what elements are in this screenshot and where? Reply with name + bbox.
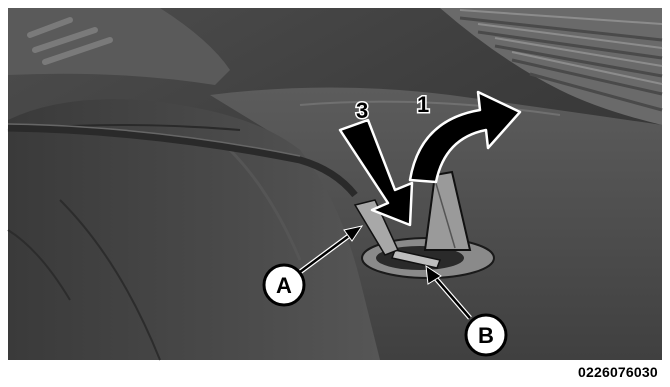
- callout-a-label: A: [276, 273, 292, 298]
- step-label-1: 1: [417, 92, 429, 117]
- callout-a: A: [264, 265, 304, 305]
- step-label-3: 3: [356, 98, 368, 123]
- callout-b: B: [466, 315, 506, 355]
- callout-b-label: B: [478, 323, 494, 348]
- figure-id: 0226076030: [578, 364, 658, 380]
